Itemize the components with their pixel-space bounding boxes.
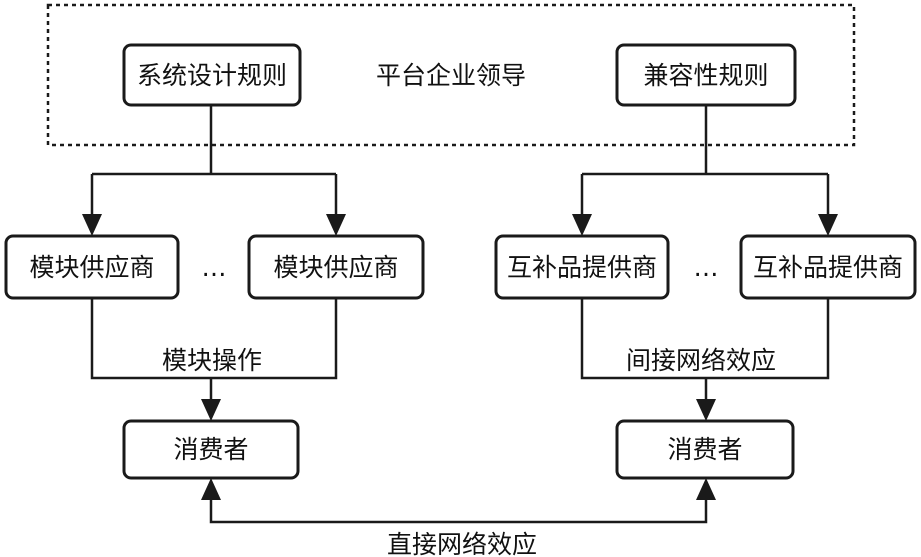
module-supplier-right-label: 模块供应商 bbox=[273, 253, 398, 282]
module-supplier-left-box bbox=[4, 234, 180, 300]
module-suppliers-ellipsis: … bbox=[202, 253, 227, 282]
module-operation-label: 模块操作 bbox=[162, 346, 262, 375]
module-operation-label-bg bbox=[154, 343, 270, 375]
arrowhead-complement-left bbox=[572, 214, 592, 236]
connector-system-rules-to-modules bbox=[90, 105, 338, 222]
consumer-right-label: 消费者 bbox=[667, 435, 742, 464]
system-design-rules-label: 系统设计规则 bbox=[137, 61, 287, 90]
arrowhead-module-right bbox=[326, 214, 346, 236]
complement-provider-right-label: 互补品提供商 bbox=[753, 253, 903, 282]
arrowhead-module-left bbox=[82, 214, 102, 236]
connector-consumer-to-consumer bbox=[209, 500, 708, 524]
module-supplier-left-label: 模块供应商 bbox=[29, 253, 154, 282]
platform-leadership-label: 平台企业领导 bbox=[376, 61, 526, 90]
module-supplier-right-box bbox=[247, 234, 425, 300]
compatibility-rules-box bbox=[615, 43, 797, 107]
arrowhead-consumer-left-bottom bbox=[201, 478, 221, 500]
platform-leadership-frame bbox=[46, 3, 856, 147]
consumer-left-box bbox=[122, 419, 300, 480]
indirect-network-effect-label-bg bbox=[614, 343, 788, 375]
complement-provider-left-label: 互补品提供商 bbox=[507, 253, 657, 282]
consumer-left-label: 消费者 bbox=[173, 435, 248, 464]
arrowhead-consumer-right-bottom bbox=[696, 478, 716, 500]
connector-compatibility-rules-to-complements bbox=[580, 105, 830, 222]
direct-network-effect-label: 直接网络效应 bbox=[387, 530, 537, 557]
arrowhead-complement-right bbox=[818, 214, 838, 236]
system-design-rules-box bbox=[122, 43, 302, 107]
complement-providers-ellipsis: … bbox=[694, 253, 719, 282]
arrowhead-consumer-right-top bbox=[696, 399, 716, 421]
complement-provider-right-box bbox=[739, 234, 917, 300]
arrowhead-consumer-left-top bbox=[201, 399, 221, 421]
compatibility-rules-label: 兼容性规则 bbox=[643, 61, 768, 90]
indirect-network-effect-label: 间接网络效应 bbox=[626, 346, 776, 375]
consumer-right-box bbox=[615, 419, 795, 480]
complement-provider-left-box bbox=[494, 234, 670, 300]
